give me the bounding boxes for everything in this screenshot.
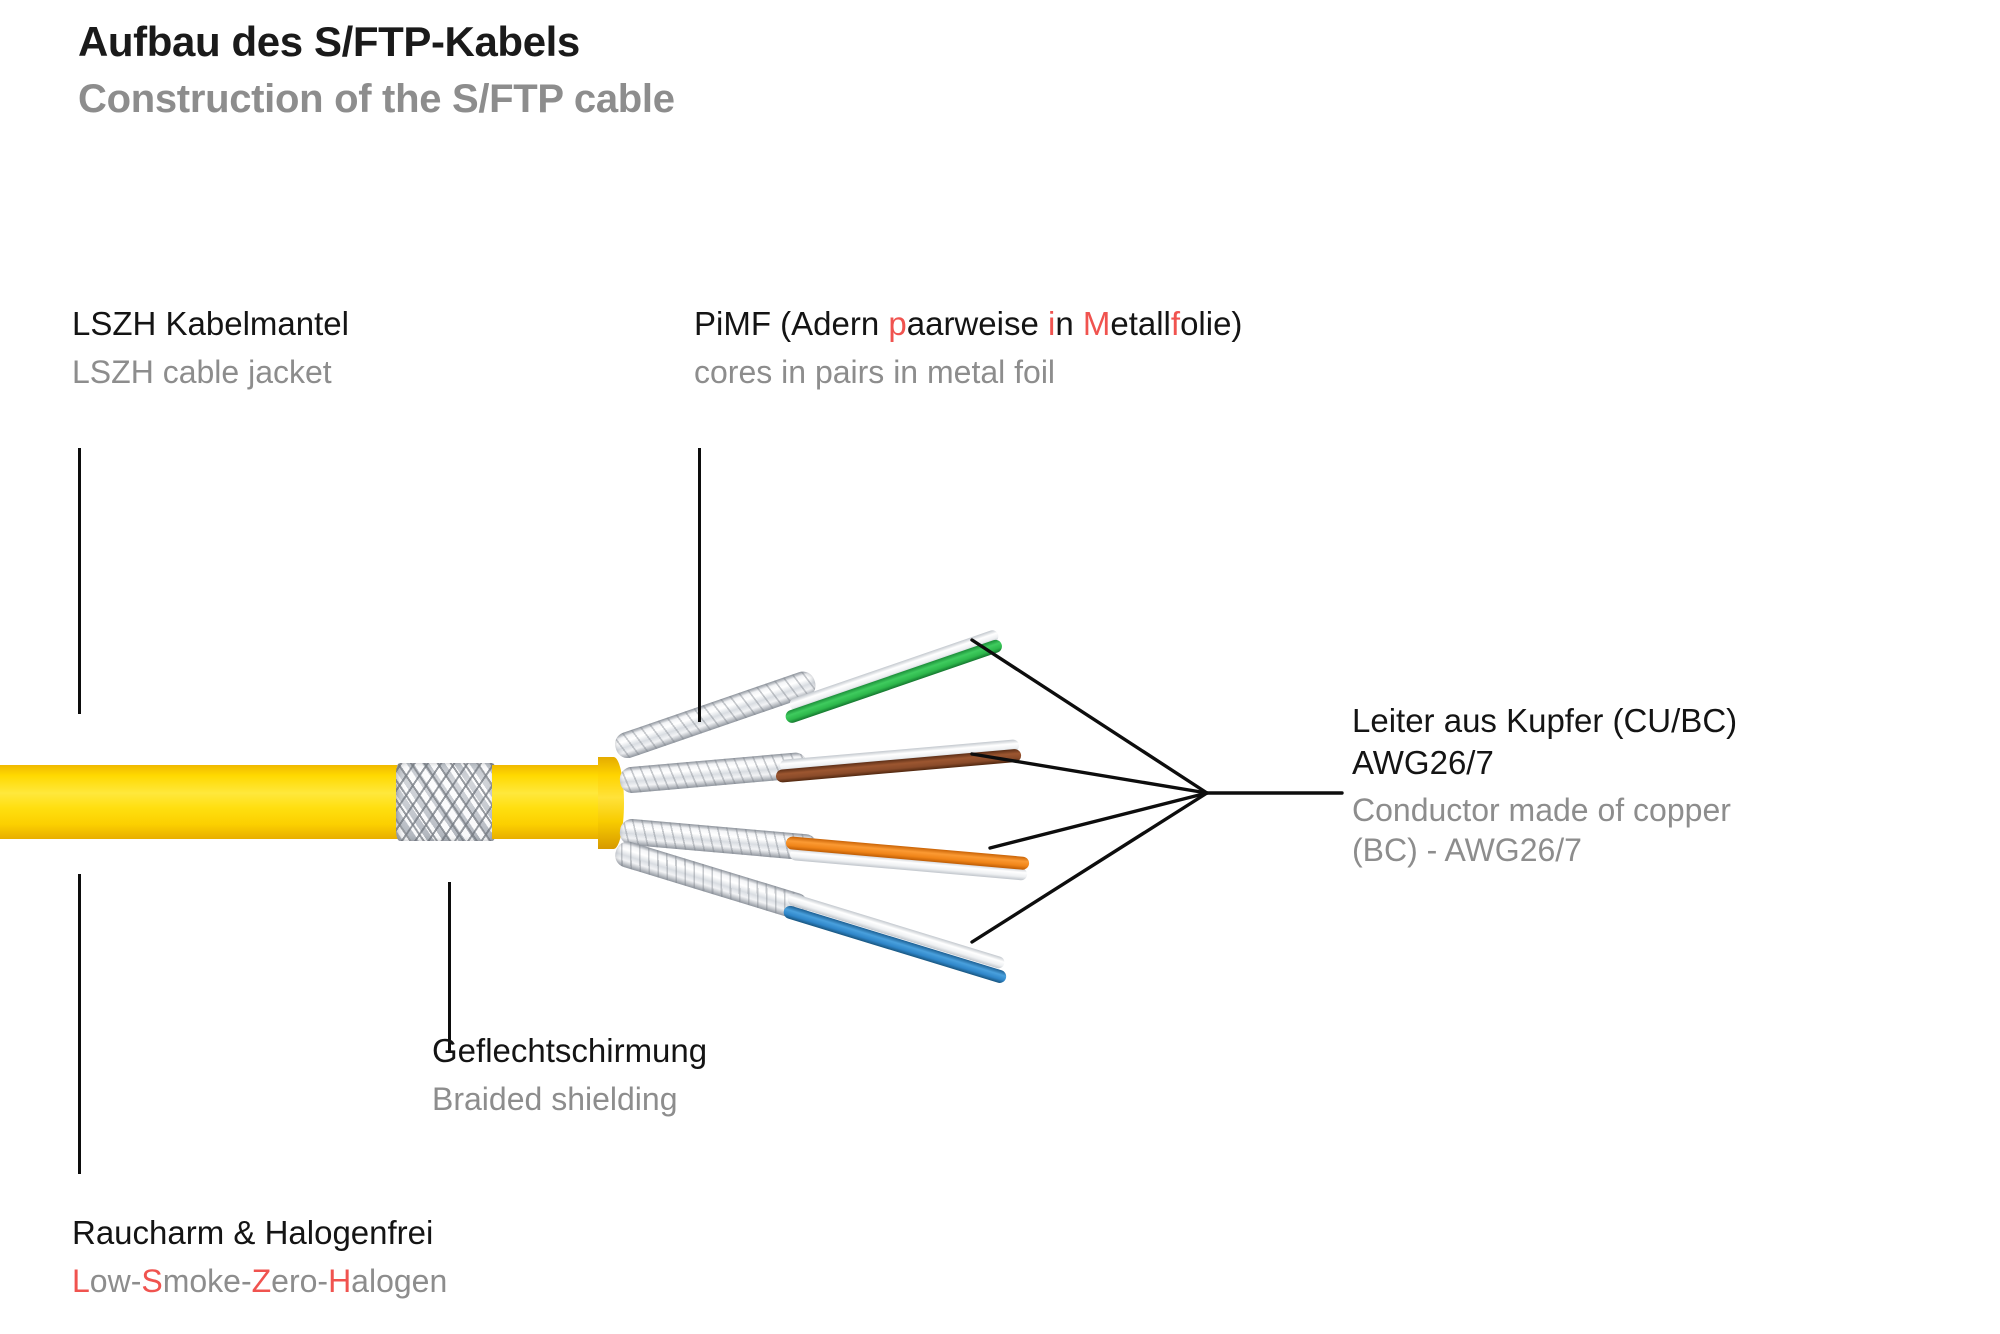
callout-lszh-de: Raucharm & Halogenfrei [72,1214,434,1251]
conductor-green [783,638,1004,725]
lszh-letter-z: Z [251,1262,272,1299]
lszh-text-alogen: alogen [351,1262,448,1299]
lszh-text-ow: ow- [89,1262,142,1299]
cable-jacket-right [492,765,610,839]
pimf-letter-f: f [1170,305,1181,342]
leader-line-lszh [78,874,81,1174]
lszh-letter-s: S [141,1262,163,1299]
conductor-blue [782,904,1008,985]
callout-conductor-de-line2: AWG26/7 [1352,743,1494,781]
page-title-en: Construction of the S/FTP cable [78,77,675,122]
pimf-letter-i: i [1047,305,1056,342]
callout-conductor-en-line1: Conductor made of copper [1352,792,1731,829]
pimf-text-mid1: aarweise [906,305,1048,342]
callout-conductor-de-line1: Leiter aus Kupfer (CU/BC) [1352,702,1738,739]
callout-braid: Geflechtschirmung Braided shielding [432,1030,707,1119]
pimf-letter-p: p [888,305,907,342]
pimf-text-prefix: PiMF (Adern [694,305,889,342]
callout-pimf-de: PiMF (Adern paarweise in Metallfolie) [694,303,1242,345]
pimf-text-mid3: etall [1110,305,1171,342]
braided-shield-window [396,763,496,841]
lszh-letter-h: H [328,1262,352,1299]
pimf-text-suffix: olie) [1180,305,1243,342]
leader-line-pimf [698,448,701,722]
page-title-de: Aufbau des S/FTP-Kabels [78,18,580,65]
callout-pimf-en: cores in pairs in metal foil [694,353,1056,390]
callout-braid-en: Braided shielding [432,1080,678,1117]
callout-lszh: Raucharm & Halogenfrei Low-Smoke-Zero-Ha… [72,1212,447,1301]
title-block: Aufbau des S/FTP-Kabels Construction of … [78,18,675,122]
lszh-text-ero: ero- [271,1262,329,1299]
callout-braid-de: Geflechtschirmung [432,1032,708,1069]
cable-jacket-left [0,765,400,839]
callout-lszh-en: Low-Smoke-Zero-Halogen [72,1261,447,1301]
conductor-white-blue [786,892,1006,970]
leader-line-jacket [78,448,81,714]
pimf-letter-m: M [1082,305,1111,342]
callout-jacket: LSZH Kabelmantel LSZH cable jacket [72,303,349,392]
lszh-text-moke: moke- [162,1262,252,1299]
callout-conductor-en-line2: (BC) - AWG26/7 [1352,832,1582,869]
callout-jacket-de: LSZH Kabelmantel [72,305,349,342]
lszh-letter-l: L [72,1262,90,1299]
callout-jacket-en: LSZH cable jacket [72,353,332,390]
callout-pimf: PiMF (Adern paarweise in Metallfolie) co… [694,303,1242,392]
leader-line-braid [448,882,451,1052]
pimf-text-mid2: n [1055,305,1083,342]
callout-conductor: Leiter aus Kupfer (CU/BC) AWG26/7 Conduc… [1352,700,1737,871]
